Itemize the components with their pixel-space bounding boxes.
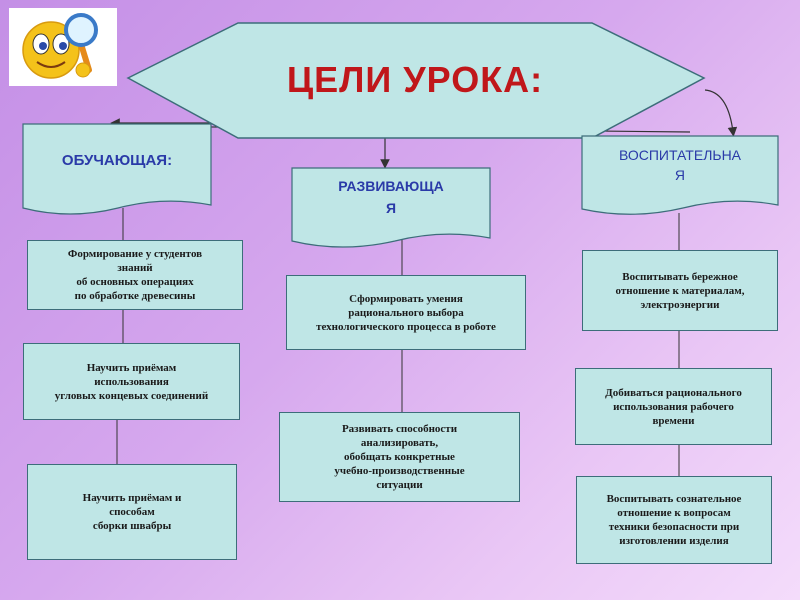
right-item-3: Воспитывать сознательное отношение к воп…: [576, 476, 772, 564]
middle-item-2: Развивать способности анализировать, обо…: [279, 412, 520, 502]
header-banner-middle: [291, 167, 491, 248]
header-middle: РАЗВИВАЮЩА Я: [338, 178, 444, 216]
right-item-2: Добиваться рационального использования р…: [575, 368, 772, 445]
page-title: ЦЕЛИ УРОКА:: [286, 59, 544, 100]
right-item-1: Воспитывать бережное отношение к материа…: [582, 250, 778, 331]
logo-panel: [9, 8, 117, 86]
left-item-2: Научить приёмам использования угловых ко…: [23, 343, 240, 420]
smiley-magnifier-icon: [22, 13, 98, 79]
middle-item-1: Сформировать умения рационального выбора…: [286, 275, 526, 350]
arrow-to-right: [704, 89, 738, 137]
header-right: ВОСПИТАТЕЛЬНА Я: [618, 147, 742, 183]
title-hexagon: [126, 22, 706, 139]
header-left: ОБУЧАЮЩАЯ:: [61, 151, 173, 169]
left-item-1: Формирование у студентов знаний об основ…: [27, 240, 243, 310]
header-banner-left: [22, 123, 212, 215]
left-item-3: Научить приёмам и способам сборки швабры: [27, 464, 237, 560]
header-banner-right: [581, 135, 779, 215]
